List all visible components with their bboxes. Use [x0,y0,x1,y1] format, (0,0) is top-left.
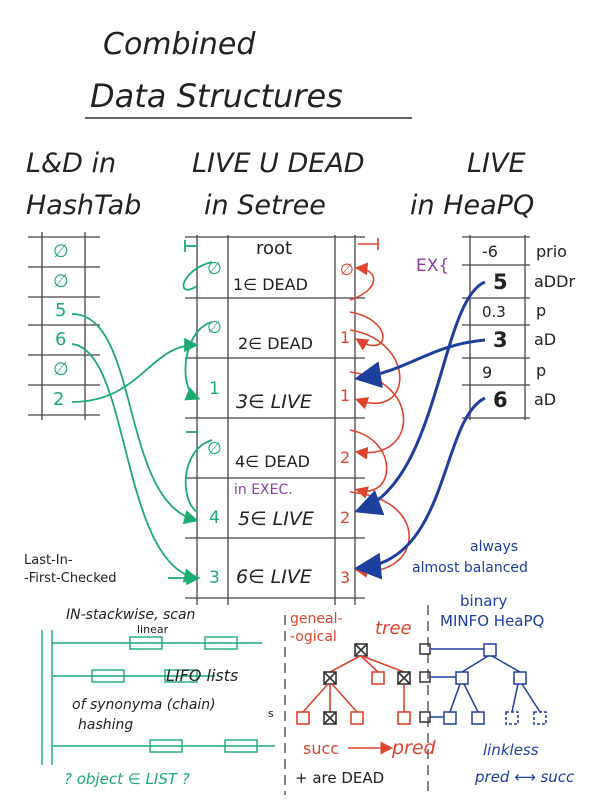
setree-entry: 1∈ DEAD [233,275,308,294]
binary-label: binary [460,592,508,610]
heap-label: p [536,361,547,380]
pred-value: ∅ [207,259,222,279]
heap-label: prio [536,242,567,261]
succ-value: 1 [340,386,351,405]
heap-note-line1: always [470,539,519,555]
heap-number: 0.3 [482,303,506,321]
hash-to-setree-links [71,240,213,586]
setree-grid [185,235,365,605]
hashtab-grid [28,232,100,420]
hash-slot: 5 [55,300,67,321]
lifo-note: LIFO lists [166,666,239,685]
succ-value: 2 [340,508,351,527]
genealogical-tree [296,643,411,725]
lifc-line2: -First-Checked [24,571,117,586]
setree-heading-line1: LIVE U DEAD [192,148,365,179]
hash-slot: ∅ [53,359,69,380]
pred-value: 3 [209,568,220,588]
heap-label: p [536,301,547,320]
succ-pred-links [349,238,410,578]
heap-number: -6 [482,242,498,261]
tree-label: tree [375,618,412,639]
setree-entry: 5∈ LIVE [238,508,314,530]
heap-number: 5 [493,270,508,294]
synonyms-suffix: s [268,707,274,720]
heap-heading-line2: in HeaPQ [410,190,535,221]
linkless-label: linkless [483,741,539,759]
succ-value: 3 [340,568,351,587]
lifo-lists [41,630,275,765]
pred-succ-label: pred ⟷ succ [475,768,575,786]
hash-slot: ∅ [53,241,69,262]
exec-note: in EXEC. [234,482,293,498]
hash-slot: 6 [55,329,67,350]
setree-entry: 4∈ DEAD [235,452,310,471]
title-line2: Data Structures [90,77,343,115]
minfo-label: MINFO HeaPQ [440,612,545,630]
setree-entry: 2∈ DEAD [238,334,313,353]
synonyms-note: of synonyma (chain) [72,697,216,713]
succ-label: succ [303,739,340,758]
stackwise-note: IN-stackwise, scan [66,607,196,623]
heap-note-line2: almost balanced [412,560,528,576]
binary-heap [419,643,547,725]
pred-value: 4 [209,508,220,528]
hash-heading-line2: HashTab [26,190,142,221]
heap-number: 6 [493,388,508,412]
heap-label: aD [534,330,557,349]
setree-heading-line2: in Setree [204,190,326,221]
setree-entry: 6∈ LIVE [236,566,312,588]
section-separators [284,605,429,795]
hash-slot: 2 [53,389,65,410]
ex-label: EX{ [416,256,450,276]
title-line1: Combined [103,27,256,62]
hashing-note: hashing [78,717,134,733]
succ-value: ∅ [340,260,354,279]
setree-entry: 3∈ LIVE [236,391,312,413]
pred-label: pred [392,737,436,759]
heap-number: 9 [482,363,493,382]
linear-note: linear [137,623,169,636]
heap-label: aD [534,390,557,409]
pred-value: ∅ [207,318,222,338]
heap-to-setree-links [354,280,486,580]
heap-heading-line1: LIVE [467,148,526,179]
heap-number: 3 [493,328,508,352]
heap-label: aDDr [534,272,576,291]
query-note: ? object ∈ LIST ? [64,770,190,788]
hash-heading-line1: L&D in [26,148,117,179]
pred-value: ∅ [207,439,222,459]
pred-value: 1 [209,379,220,399]
lifc-line1: Last-In- [24,553,73,568]
genealogical-line1: geneal- [290,611,343,627]
succ-value: 2 [340,448,351,467]
succ-value: 1 [340,328,351,347]
genealogical-line2: -ogical [290,629,337,645]
heap-grid [462,235,530,420]
setree-root: root [256,238,293,259]
hash-slot: ∅ [53,271,69,292]
dead-note: + are DEAD [295,769,385,787]
